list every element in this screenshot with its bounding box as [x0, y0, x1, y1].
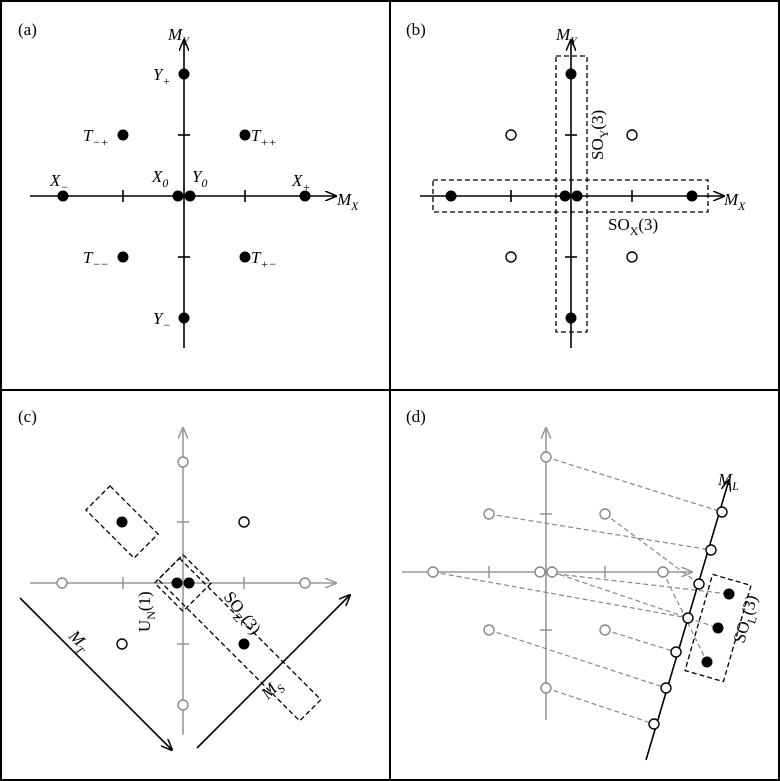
point-x-plus	[299, 577, 311, 589]
ticks	[122, 521, 245, 645]
projected-point	[693, 578, 705, 590]
point-t-mp	[116, 516, 128, 528]
point-y-minus	[540, 682, 552, 694]
label-so-z: SOZ(3)	[217, 588, 265, 641]
point-t-mp	[483, 508, 495, 520]
panel-label-b: (b)	[406, 20, 426, 39]
point-x-minus	[427, 566, 439, 578]
label-u-n: UN(1)	[135, 591, 158, 632]
label-ml: ML	[717, 470, 739, 493]
panel-d: (d) ML SOL(3)	[402, 407, 766, 761]
projection-lines	[432, 456, 730, 725]
point-y-plus	[177, 456, 189, 468]
projected-point	[648, 718, 660, 730]
panel-b: (b) MY MX SOY(3) SOX(3)	[406, 20, 746, 348]
point-x-plus	[299, 190, 311, 202]
label-y-zero: Y0	[192, 167, 207, 190]
point-x-minus	[56, 577, 68, 589]
point-y-zero	[571, 190, 583, 202]
point-x-minus	[57, 190, 69, 202]
point-t-pm	[239, 251, 251, 263]
point-x-plus	[686, 190, 698, 202]
so-l-point	[701, 656, 713, 668]
so-y-box	[555, 55, 588, 333]
so-l-point	[712, 622, 724, 634]
ticks	[510, 134, 633, 258]
so-x-box	[432, 179, 709, 213]
label-y-minus: Y−	[153, 309, 171, 332]
point-t-pm	[238, 638, 250, 650]
point-y-zero	[184, 190, 196, 202]
point-x-zero	[534, 566, 546, 578]
point-y-zero	[546, 566, 558, 578]
projected-point	[660, 682, 672, 694]
label-x-minus: X−	[49, 171, 68, 194]
point-x-zero	[559, 190, 571, 202]
point-x-zero	[171, 577, 183, 589]
label-x-zero: X0	[151, 167, 168, 190]
point-y-plus	[540, 451, 552, 463]
point-y-minus	[177, 699, 189, 711]
projected-point	[670, 646, 682, 658]
label-t-pp: T++	[251, 126, 277, 149]
point-t-pm	[599, 624, 611, 636]
ticks	[488, 513, 606, 631]
point-t-pp	[239, 129, 251, 141]
panel-c: (c) UN(1) SOZ(3) MT MS	[18, 407, 350, 750]
label-so-x: SOX(3)	[608, 215, 658, 238]
point-y-zero	[183, 577, 195, 589]
point-x-plus	[657, 566, 669, 578]
panel-a: (a) MY MX Y+ Y− X− X+ X0 Y0 T−+ T++ T−− …	[18, 20, 359, 348]
label-y-plus: Y+	[153, 65, 171, 88]
label-so-l: SOL(3)	[730, 593, 766, 646]
label-t-pm: T+−	[251, 248, 277, 271]
axis-label-my: MY	[555, 25, 578, 48]
point-y-minus	[565, 312, 577, 324]
axis-mt	[19, 597, 172, 750]
point-t-mp	[505, 129, 517, 141]
ticks	[122, 134, 246, 258]
point-x-zero	[172, 190, 184, 202]
point-t-pp	[626, 129, 638, 141]
point-t-mm	[116, 638, 128, 650]
panel-label-a: (a)	[18, 20, 37, 39]
axis-label-mx: MX	[336, 190, 359, 213]
panel-label-d: (d)	[406, 407, 426, 426]
label-mt: MT	[62, 626, 95, 659]
so-l-point	[723, 588, 735, 600]
point-t-mm	[117, 251, 129, 263]
label-ms: MS	[257, 675, 288, 706]
point-t-pp	[238, 516, 250, 528]
label-x-plus: X+	[291, 171, 310, 194]
point-t-mm	[505, 251, 517, 263]
label-t-mm: T−−	[83, 248, 109, 271]
axis-label-my: MY	[167, 25, 190, 48]
label-t-mp: T−+	[83, 126, 109, 149]
point-t-mp	[117, 129, 129, 141]
point-t-pp	[599, 508, 611, 520]
point-x-minus	[445, 190, 457, 202]
projected-point	[682, 612, 694, 624]
projected-point	[705, 544, 717, 556]
label-so-y: SOY(3)	[588, 110, 611, 160]
u-n-box	[153, 553, 213, 613]
panel-label-c: (c)	[18, 407, 37, 426]
point-y-minus	[178, 312, 190, 324]
point-t-mm	[483, 624, 495, 636]
axis-label-mx: MX	[723, 190, 746, 213]
point-y-plus	[565, 68, 577, 80]
projected-point	[716, 506, 728, 518]
point-y-plus	[178, 68, 190, 80]
axis-ms	[196, 595, 350, 749]
point-t-pm	[626, 251, 638, 263]
